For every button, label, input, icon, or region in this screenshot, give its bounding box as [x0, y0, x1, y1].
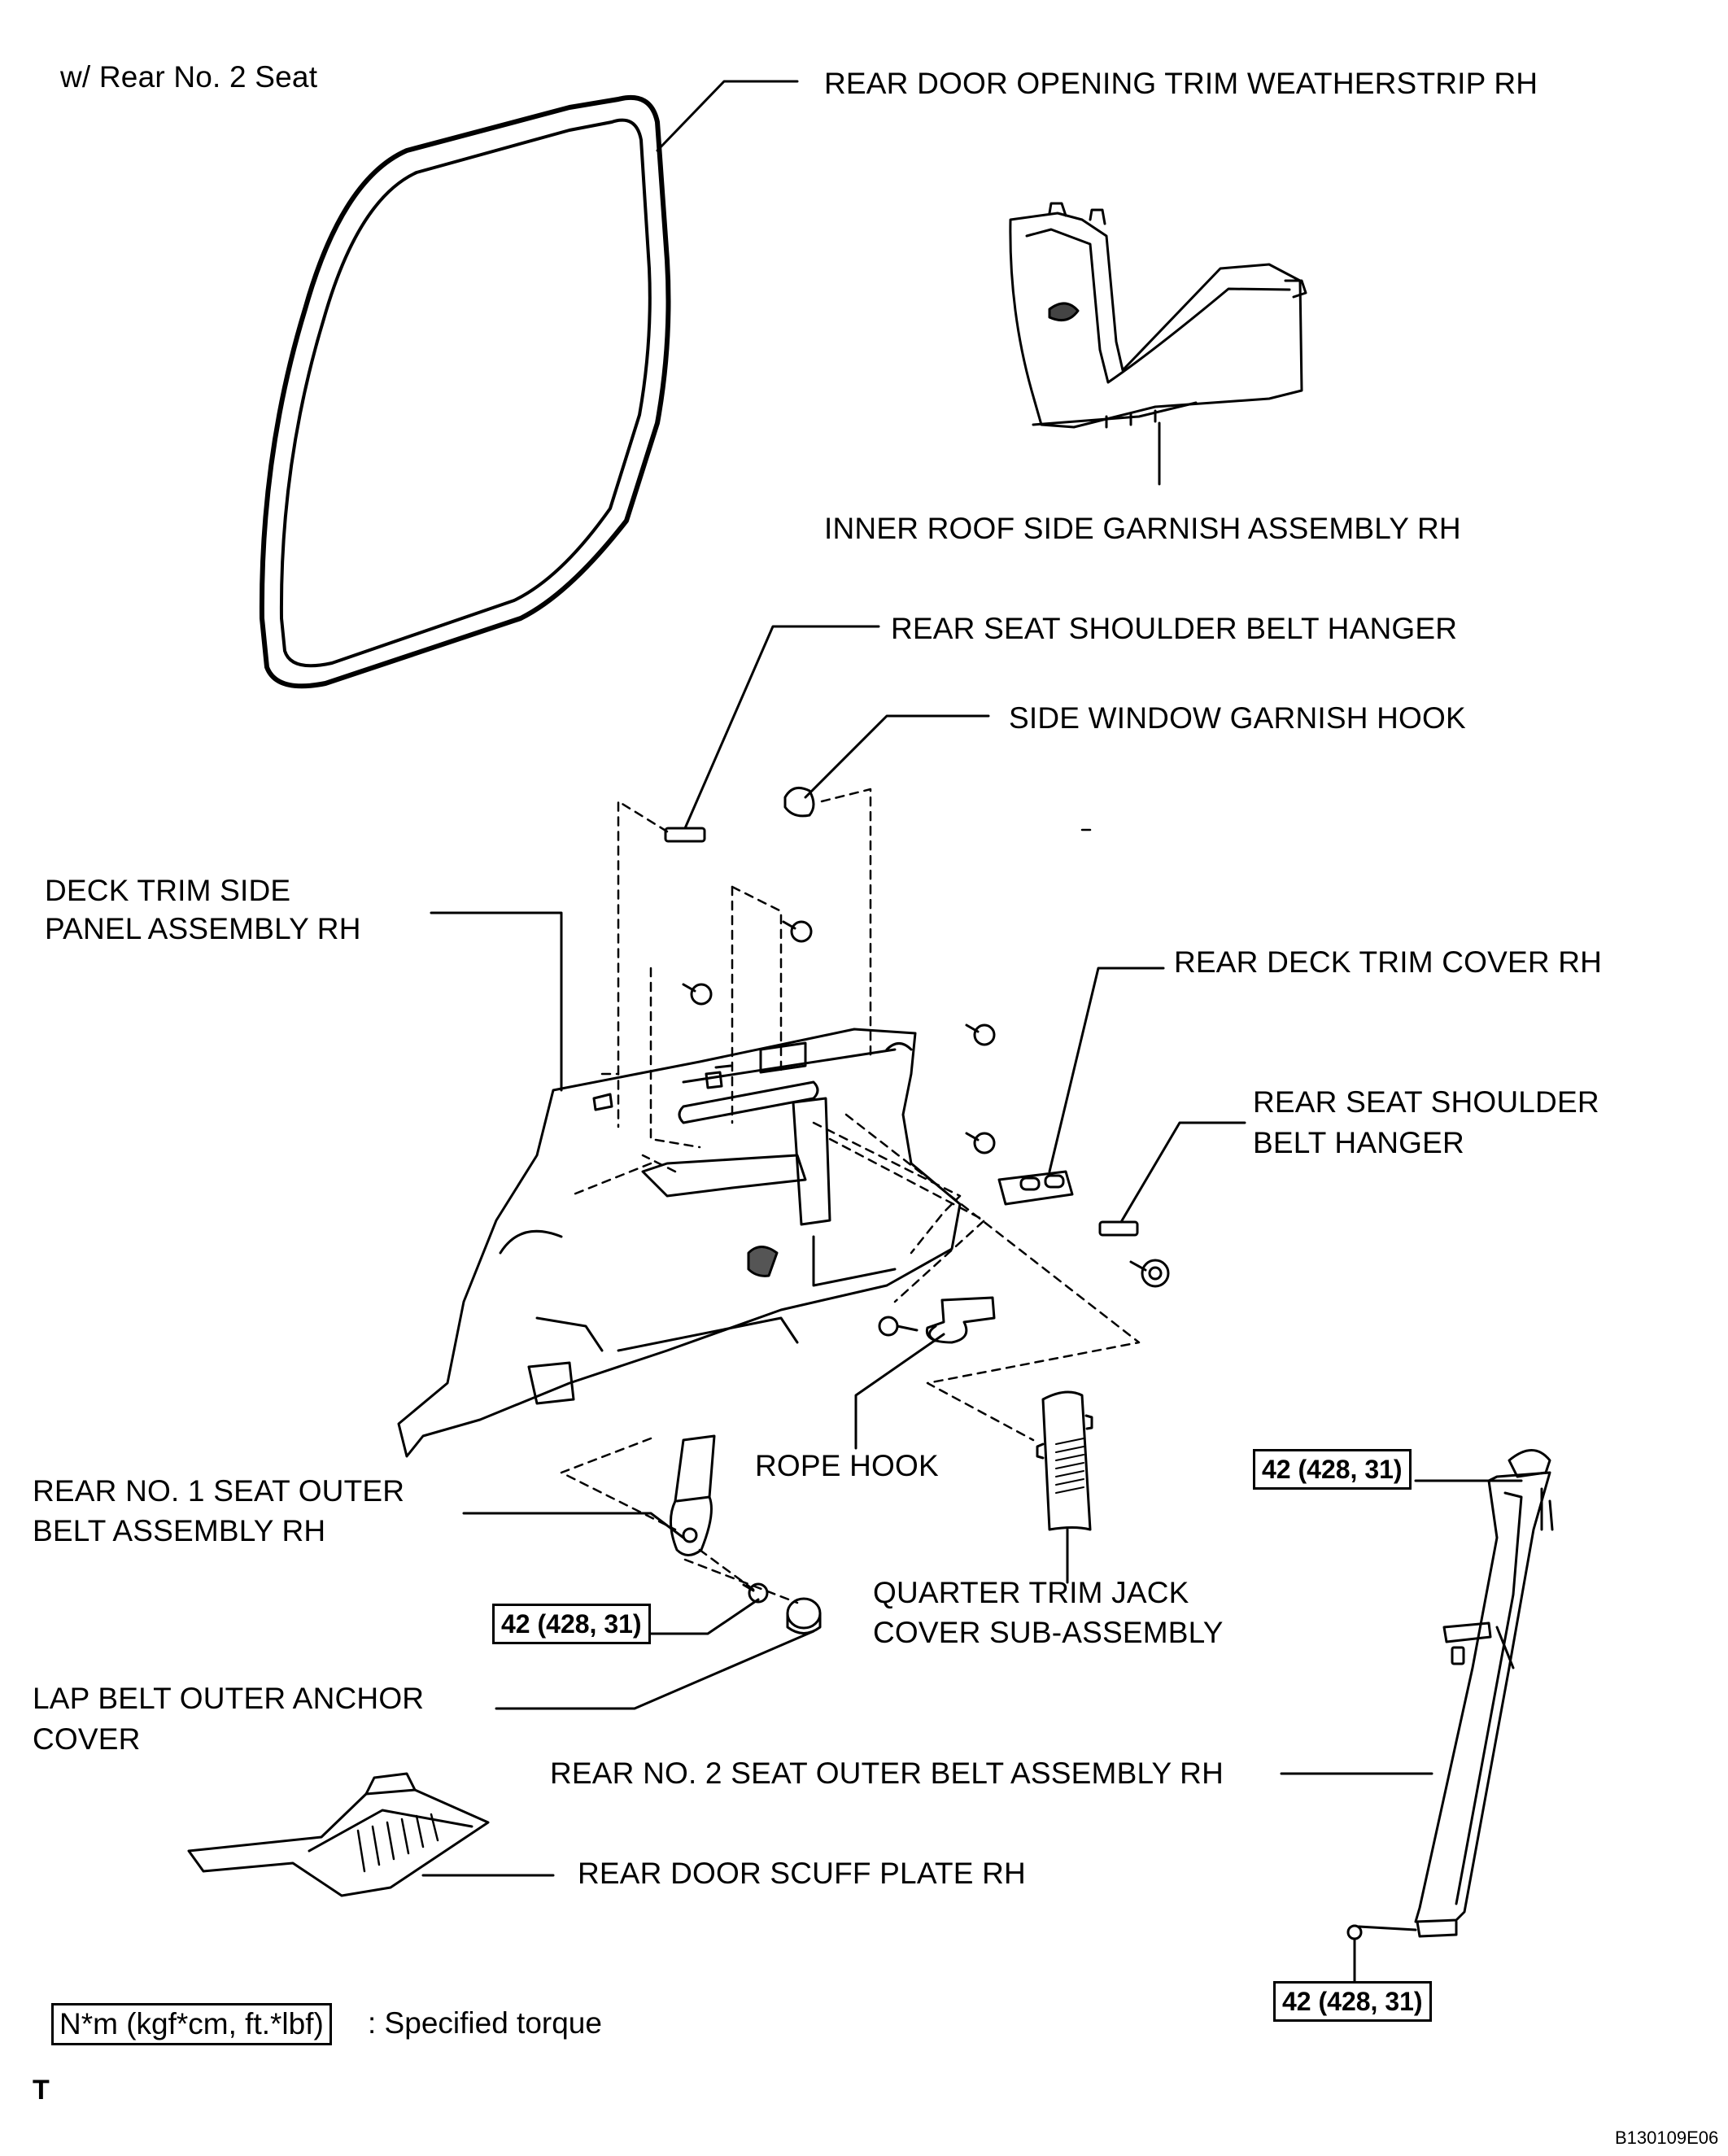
variant-label: w/ Rear No. 2 Seat [60, 60, 318, 94]
roof-garnish-label: INNER ROOF SIDE GARNISH ASSEMBLY RH [824, 512, 1461, 545]
roof-garnish-part [1009, 202, 1307, 429]
anchor-cover-label-line2: COVER [33, 1722, 141, 1756]
deck-panel-label-line1: DECK TRIM SIDE [45, 874, 291, 907]
anchor-cover-label-line1: LAP BELT OUTER ANCHOR [33, 1682, 425, 1715]
seat1-torque-box: 42 (428, 31) [492, 1604, 651, 1644]
weatherstrip-part [259, 94, 671, 689]
weatherstrip-label: REAR DOOR OPENING TRIM WEATHERSTRIP RH [824, 67, 1538, 100]
shoulder-hanger-right-part [1098, 1220, 1139, 1237]
guide-lines [568, 788, 1141, 1442]
jack-cover-part [1036, 1390, 1093, 1531]
scuff-plate-part [187, 1772, 490, 1897]
screws [682, 920, 1170, 1604]
rope-hook-part [925, 1296, 996, 1344]
shoulder-hanger-right-label-line2: BELT HANGER [1253, 1126, 1464, 1159]
seat1-belt-label-line2: BELT ASSEMBLY RH [33, 1514, 326, 1547]
seat1-belt-part [670, 1434, 716, 1556]
seat2-belt-label: REAR NO. 2 SEAT OUTER BELT ASSEMBLY RH [550, 1757, 1224, 1790]
anchor-cover-leader [495, 1630, 815, 1710]
window-hook-part [783, 786, 815, 818]
seat1-belt-leader [462, 1512, 685, 1539]
jack-cover-label-line2: COVER SUB-ASSEMBLY [873, 1616, 1224, 1649]
seat1-belt-label-line1: REAR NO. 1 SEAT OUTER [33, 1474, 405, 1508]
rope-hook-label: ROPE HOOK [755, 1449, 939, 1482]
deck-cover-leader [1048, 967, 1165, 1173]
scuff-plate-label: REAR DOOR SCUFF PLATE RH [578, 1857, 1026, 1890]
weatherstrip-leader [656, 80, 799, 152]
deck-panel-label-line2: PANEL ASSEMBLY RH [45, 912, 361, 945]
seat2-upper-torque-box: 42 (428, 31) [1253, 1449, 1412, 1490]
shoulder-hanger-top-leader [683, 625, 880, 830]
deck-cover-label: REAR DECK TRIM COVER RH [1174, 945, 1603, 979]
deck-panel-part [397, 1028, 962, 1458]
seat2-lower-torque-box: 42 (428, 31) [1273, 1981, 1432, 2022]
shoulder-hanger-right-label-line1: REAR SEAT SHOULDER [1253, 1085, 1599, 1119]
window-hook-label: SIDE WINDOW GARNISH HOOK [1009, 701, 1466, 735]
deck-cover-part [997, 1170, 1074, 1206]
legend-description: : Specified torque [368, 2006, 602, 2040]
shoulder-hanger-top-label: REAR SEAT SHOULDER BELT HANGER [891, 612, 1458, 645]
anchor-cover-part [786, 1597, 822, 1634]
seat1-guide-lines [560, 1437, 799, 1604]
seat1-torque-leader [649, 1598, 760, 1635]
rope-hook-leader [854, 1333, 945, 1450]
seat2-belt-part [1346, 1449, 1554, 1940]
corner-mark: T [33, 2075, 50, 2106]
figure-code: B130109E06 [1615, 2128, 1719, 2148]
legend-unit-box: N*m (kgf*cm, ft.*lbf) [51, 2003, 332, 2045]
shoulder-hanger-top-part [664, 827, 706, 843]
shoulder-hanger-right-leader [1119, 1121, 1246, 1224]
deck-panel-leader [430, 911, 563, 1092]
jack-cover-label-line1: QUARTER TRIM JACK [873, 1576, 1189, 1609]
window-hook-leader [804, 714, 990, 799]
